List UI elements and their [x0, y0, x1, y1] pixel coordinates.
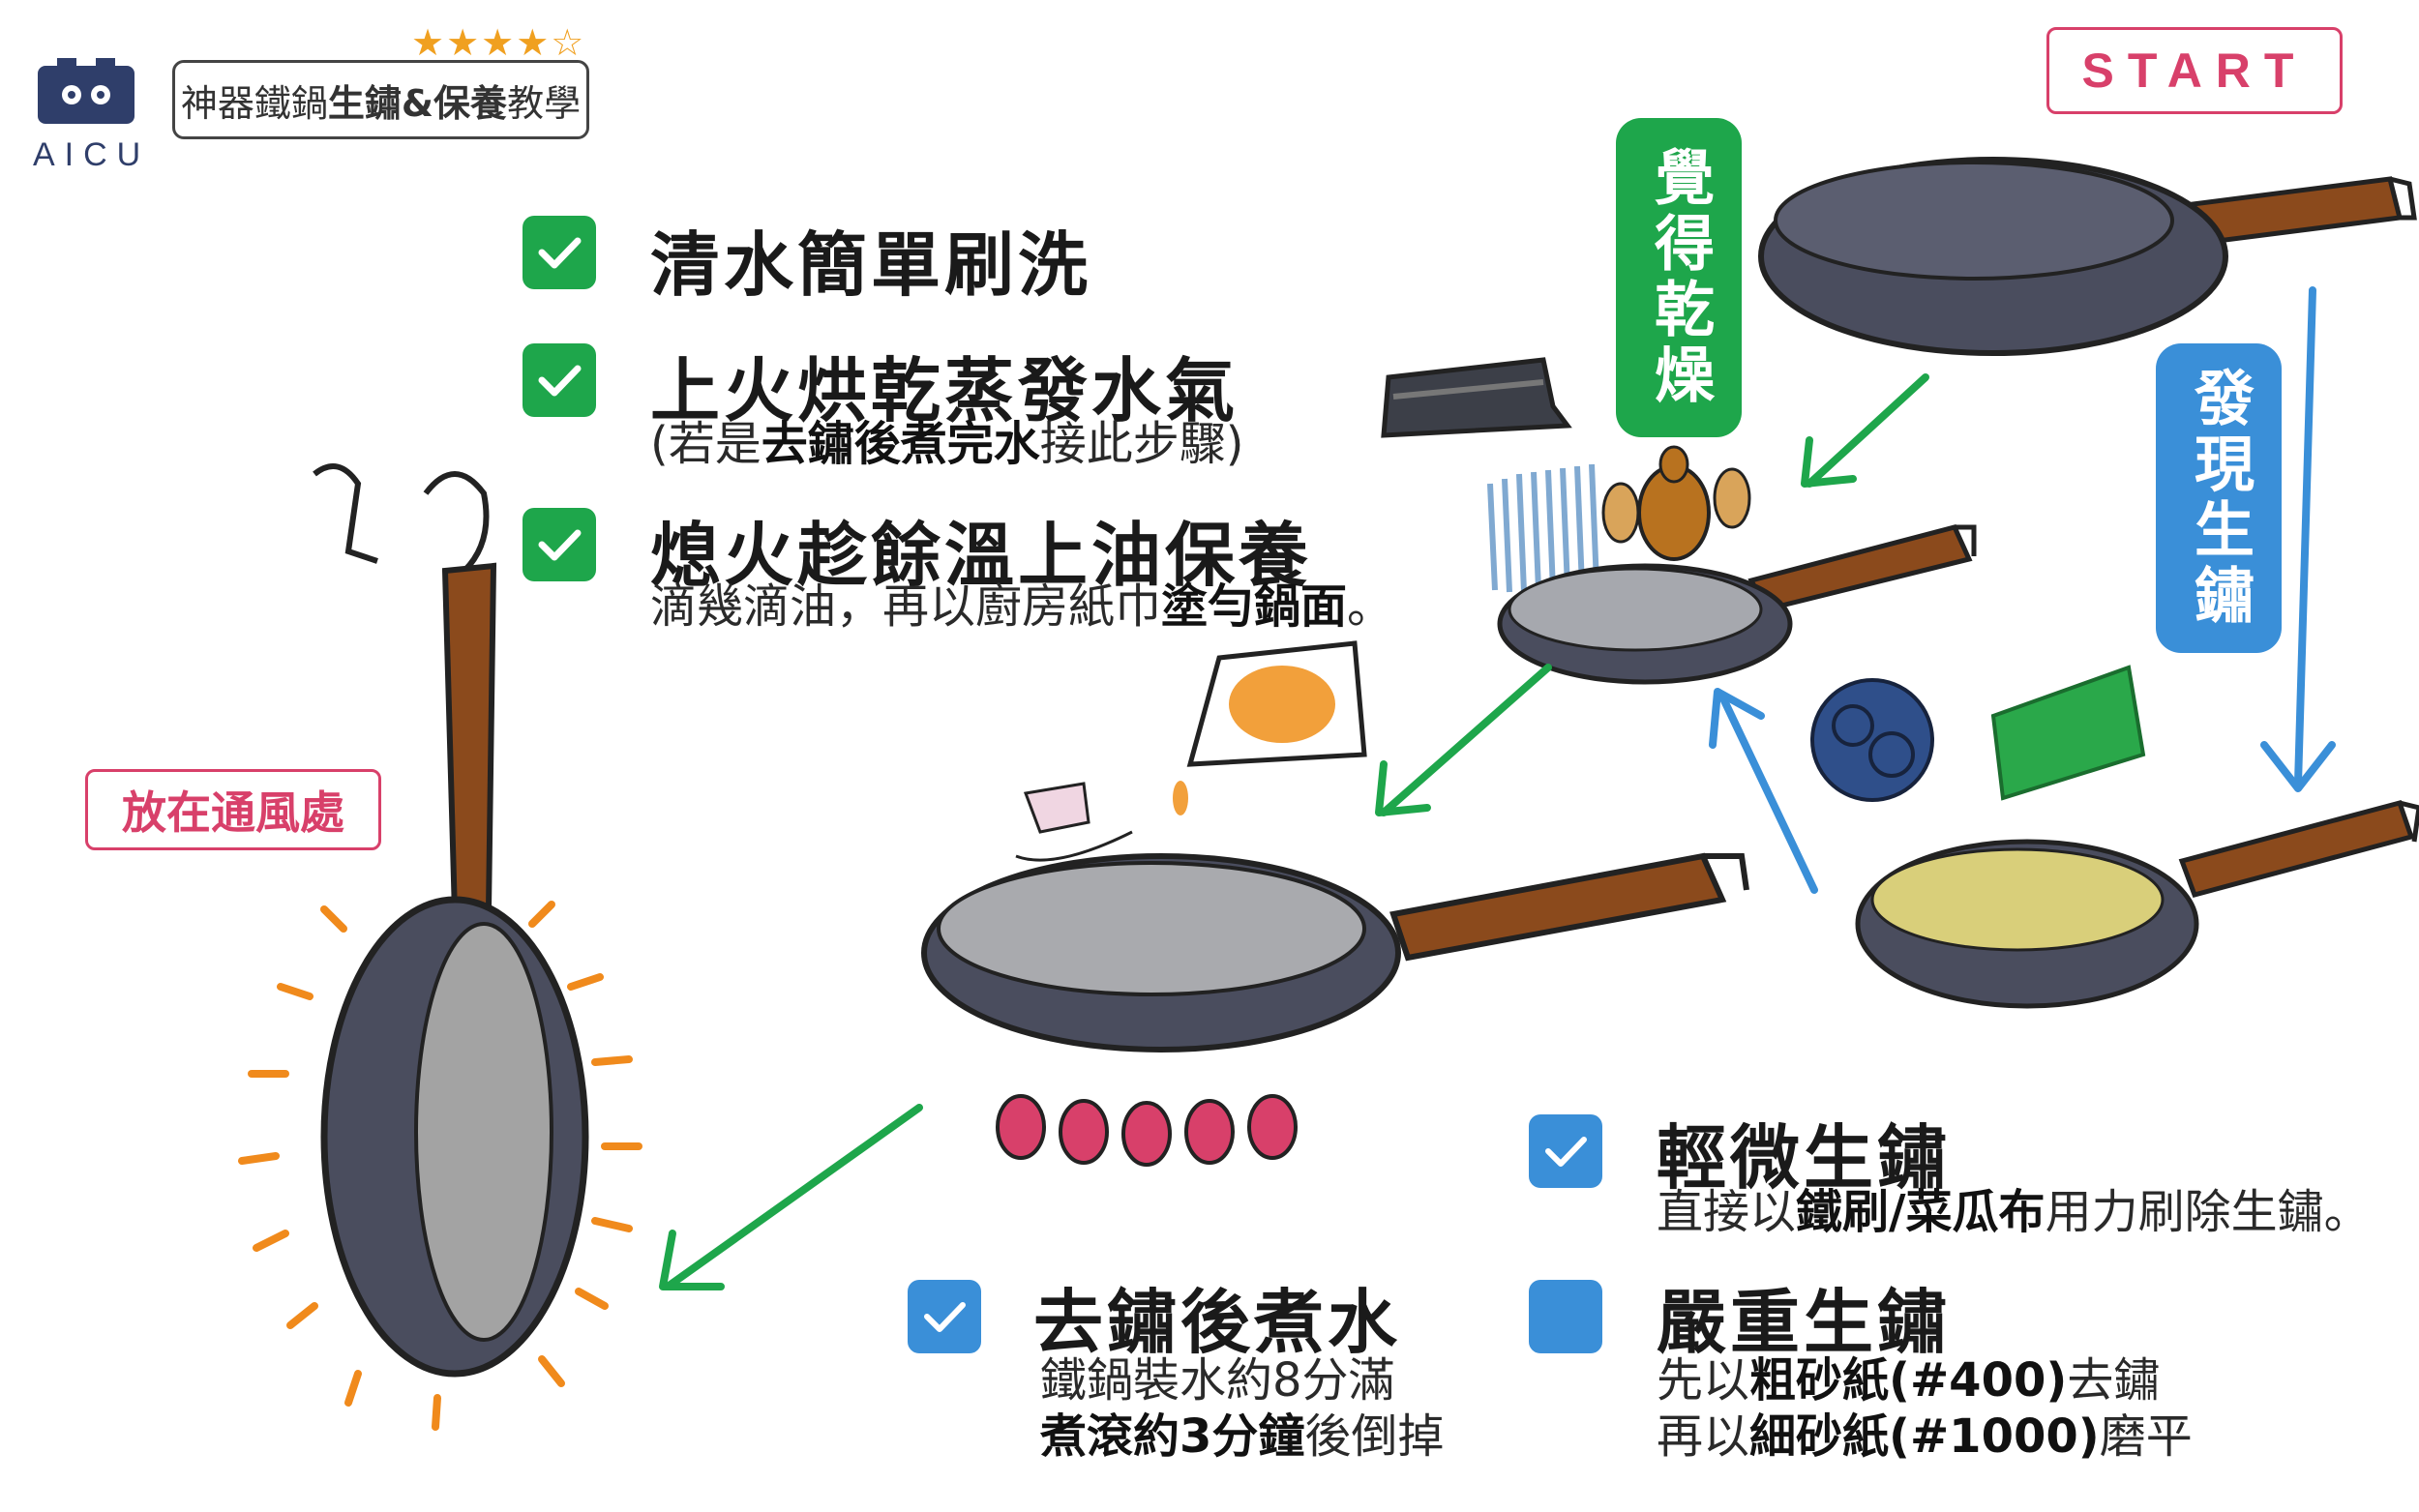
check-icon: [538, 237, 582, 269]
hanging-pan-drawing: [313, 463, 589, 1378]
step3-note-pre: 滴幾滴油，再以廚房紙巾: [650, 579, 1162, 634]
step2-title: 上火烘乾蒸發水氣: [650, 350, 1239, 431]
step2-checkbox: [523, 343, 596, 417]
burner-flames: [996, 1094, 1298, 1167]
check-icon: [924, 1302, 966, 1332]
check-icon: [538, 365, 582, 397]
logo: AICU: [33, 56, 140, 173]
start-label: START: [2046, 27, 2343, 114]
tagline-part2: 教學: [507, 81, 582, 125]
severe-rust-checkbox: [1529, 1280, 1602, 1353]
step1-title: 清水簡單刷洗: [650, 224, 1092, 306]
severe-line2-pre: 再以: [1657, 1409, 1750, 1464]
severe-rust-line1: 先以粗砂紙(#400)去鏽: [1657, 1352, 2193, 1408]
step2-note-bold: 去鏽後煮完水: [761, 417, 1040, 471]
boil-desc: 鐵鍋裝水約8分滿 煮滾約3分鐘後倒掉: [1040, 1352, 1444, 1465]
robot-logo-icon: [38, 58, 134, 124]
severe-line1-pre: 先以: [1657, 1353, 1750, 1408]
paper-towel-drawing: [1173, 640, 1367, 815]
dry-branch-text: 覺得乾燥: [1644, 146, 1715, 409]
boil-line1: 鐵鍋裝水約8分滿: [1040, 1353, 1395, 1408]
glow-lines: [238, 901, 642, 1431]
ventilate-label: 放在通風處: [85, 769, 381, 850]
severe-line2-bold: 細砂紙(#1000): [1749, 1409, 2100, 1464]
tagline-bold: 生鏽&保養: [327, 81, 508, 125]
mild-rust-pre: 直接以: [1657, 1185, 1797, 1239]
rust-branch-label: 發現生鏽: [2156, 343, 2282, 653]
boil-title: 去鏽後煮水: [1033, 1282, 1402, 1363]
mild-rust-bold: 鐵刷/菜瓜布: [1796, 1185, 2046, 1239]
rusty-pan-drawing: [1855, 799, 2419, 1009]
faucet-drawing: [1381, 357, 1572, 438]
flow-arrows: [659, 286, 2336, 1290]
step2-note-pre: (若是: [650, 417, 762, 471]
boil-line2-bold: 煮滾約3分鐘: [1040, 1409, 1305, 1464]
step2-note-post: 接此步驟): [1039, 417, 1244, 471]
boil-line2-post: 後倒掉: [1304, 1409, 1445, 1464]
severe-line2-post: 磨平: [2099, 1409, 2193, 1464]
boil-checkbox: [908, 1280, 981, 1353]
severe-line1-post: 去鏽: [2067, 1353, 2161, 1408]
start-pan-drawing: [1758, 157, 2417, 356]
severe-line1-bold: 粗砂紙(#400): [1749, 1353, 2068, 1408]
step1-checkbox: [523, 216, 596, 289]
rating-stars: ★★★★☆: [411, 21, 586, 64]
step3-checkbox: [523, 508, 596, 581]
check-icon: [538, 529, 582, 561]
check-icon: [1545, 1137, 1587, 1167]
step3-note-post: 。: [1347, 579, 1394, 634]
severe-rust-desc: 先以粗砂紙(#400)去鏽 再以細砂紙(#1000)磨平: [1657, 1352, 2193, 1465]
mild-rust-desc: 直接以鐵刷/菜瓜布用力刷除生鏽。: [1657, 1184, 2371, 1240]
step3-note-bold: 塗勻鍋面: [1161, 579, 1348, 634]
step2-note: (若是去鏽後煮完水接此步驟): [650, 416, 1243, 472]
stove-pan-drawing: [921, 782, 1749, 1052]
drying-pan-drawing: [1497, 524, 1977, 685]
boil-line2: 煮滾約3分鐘後倒掉: [1040, 1408, 1444, 1465]
mild-rust-checkbox: [1529, 1114, 1602, 1188]
step3-note: 滴幾滴油，再以廚房紙巾塗勻鍋面。: [650, 578, 1393, 635]
water-scribble: [1487, 463, 1599, 593]
scrubbers-drawing: [1810, 665, 2146, 802]
mild-rust-post: 用力刷除生鏽。: [2045, 1185, 2371, 1239]
tagline-part1: 神器鐵鍋: [180, 81, 328, 125]
tagline-bubble: 神器鐵鍋生鏽&保養教學: [172, 60, 589, 139]
mild-rust-title: 輕微生鏽: [1657, 1117, 1952, 1199]
step3-title: 熄火趁餘溫上油保養: [650, 515, 1313, 596]
dry-branch-label: 覺得乾燥: [1616, 118, 1742, 437]
flame-drawing: [1601, 445, 1751, 561]
rust-branch-text: 發現生鏽: [2184, 367, 2255, 630]
logo-text: AICU: [33, 136, 151, 173]
severe-rust-line2: 再以細砂紙(#1000)磨平: [1657, 1408, 2193, 1465]
severe-rust-title: 嚴重生鏽: [1657, 1282, 1952, 1363]
